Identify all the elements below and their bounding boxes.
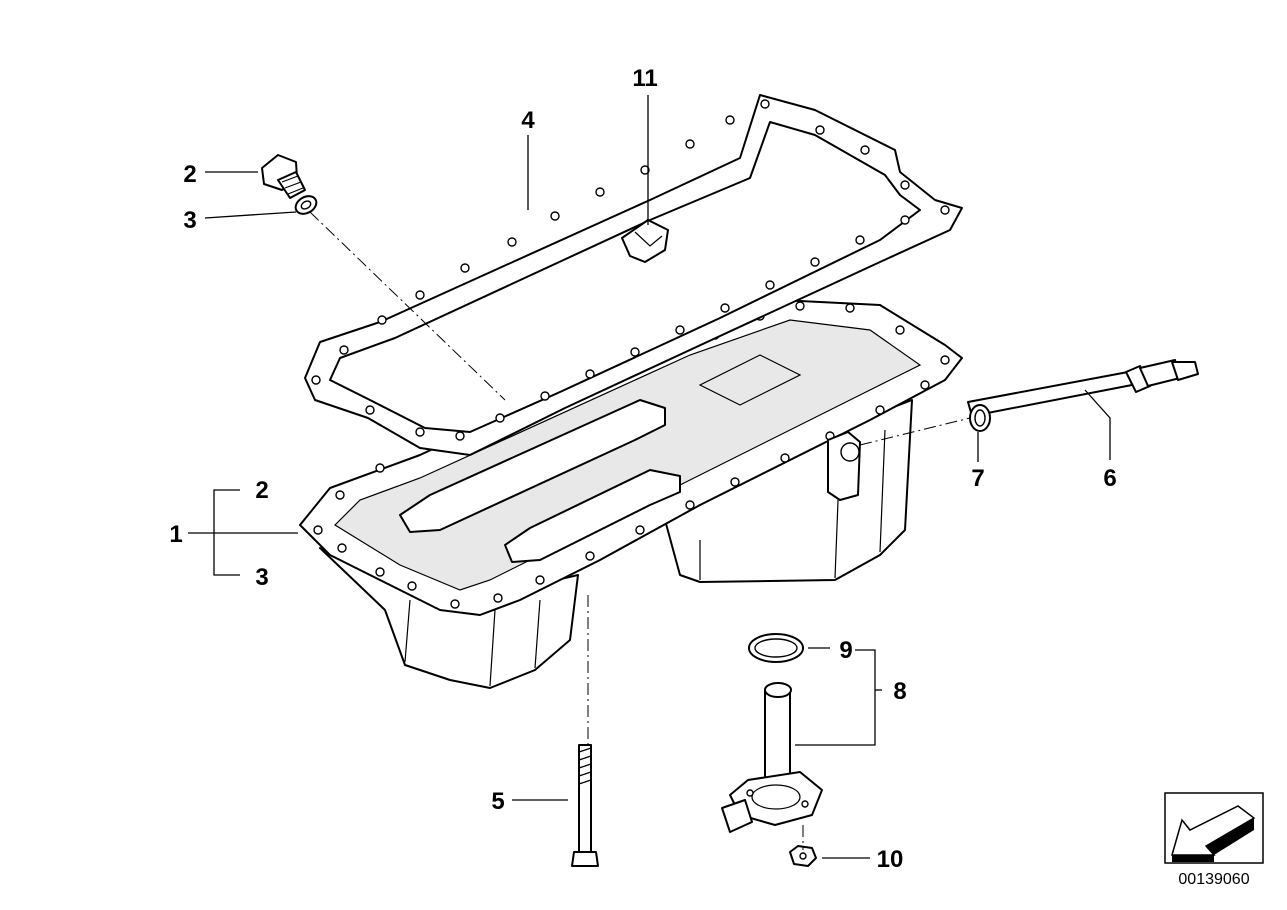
oil-pan — [299, 299, 963, 689]
callout-3-kit: 3 — [255, 564, 268, 591]
dipstick-guide-tube — [967, 359, 1199, 417]
callout-5: 5 — [491, 788, 504, 815]
callout-10: 10 — [877, 846, 904, 873]
callout-9: 9 — [839, 637, 852, 664]
oil-level-sensor — [721, 682, 823, 833]
pan-flange-holes — [313, 301, 950, 609]
callout-3-seal: 3 — [183, 207, 196, 234]
callout-2-plug: 2 — [183, 161, 196, 188]
callout-6: 6 — [1103, 465, 1116, 492]
direction-arrow-icon — [1171, 805, 1256, 862]
callout-2-kit: 2 — [255, 477, 268, 504]
bolt-5 — [571, 744, 599, 867]
callout-8: 8 — [893, 678, 906, 705]
diagram-reference-number: 00139060 — [1178, 871, 1249, 888]
drain-plug — [261, 154, 306, 199]
nut-10 — [789, 845, 817, 867]
o-ring-7 — [969, 404, 991, 432]
alignment-lines — [309, 211, 971, 850]
callout-4: 4 — [521, 107, 535, 134]
callouts: 2 3 4 11 1 2 3 5 6 7 8 9 10 — [169, 65, 1116, 873]
callout-7: 7 — [971, 465, 984, 492]
o-ring-9 — [748, 633, 804, 663]
callout-11: 11 — [632, 65, 657, 92]
callout-1: 1 — [169, 521, 182, 548]
gasket-holes — [311, 99, 950, 441]
drain-seal-ring — [294, 195, 318, 215]
orientation-arrow-box — [1164, 792, 1264, 864]
leader-lines — [188, 95, 1111, 859]
